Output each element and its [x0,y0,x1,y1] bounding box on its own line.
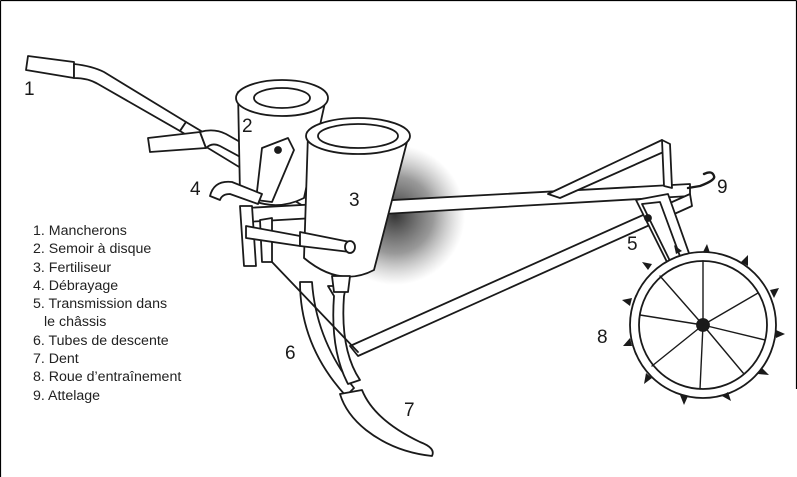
parts-legend: 1. Mancherons 2. Semoir à disque 3. Fert… [33,222,181,405]
tine [339,389,434,457]
clutch-lever [209,180,263,205]
legend-item: 3. Fertiliseur [33,259,112,276]
legend-item: 1. Mancherons [33,223,127,239]
legend-item: 2. Semoir à disque [33,241,152,258]
legend-item: 9. Attelage [33,387,101,404]
legend-item-5-continuation: le châssis [44,314,107,331]
callout-1: 1 [24,79,35,100]
hitch [686,171,716,190]
legend-item: 7. Dent [33,351,79,368]
legend-item-5-text: 5. Transmission dans [33,296,168,313]
callout-8: 8 [597,327,608,348]
callout-5: 5 [627,234,638,255]
callout-2: 2 [242,116,253,137]
callout-6: 6 [285,343,296,364]
callout-7: 7 [404,400,415,421]
callout-3: 3 [349,190,360,211]
callout-4: 4 [190,179,201,200]
drill-linework [25,55,785,457]
legend-item: 6. Tubes de descente [33,332,169,349]
down-tubes [299,275,361,397]
legend-item-5: 5. Transmission dans le châssis [33,295,181,332]
legend-item: 8. Roue d’entraînement [33,369,182,386]
legend-item: 4. Débrayage [33,277,119,294]
callout-9: 9 [717,177,728,198]
drive-wheel [622,244,785,405]
